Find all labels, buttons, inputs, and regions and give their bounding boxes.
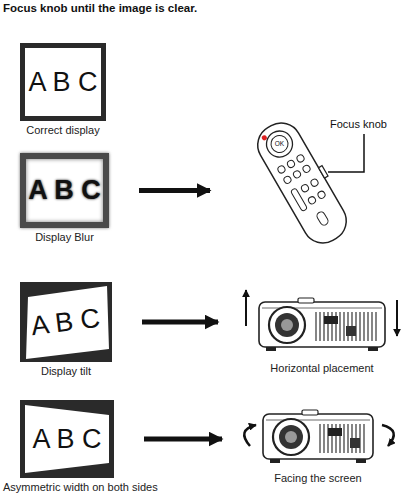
button-label: OK <box>272 136 288 152</box>
projector: Horizontal placement <box>258 296 386 374</box>
caption: Display tilt <box>41 365 91 377</box>
leader-line <box>328 134 364 172</box>
direction-arrow <box>139 188 210 193</box>
image-area <box>26 286 109 359</box>
display-sample-text: A B C <box>32 426 101 453</box>
caption: Facing the screen <box>262 472 374 484</box>
rotate-arrow <box>382 425 394 446</box>
display-sample-text: A B C <box>28 69 97 96</box>
caption: Display Blur <box>35 231 94 243</box>
remote-drawing <box>250 115 360 250</box>
projector-drawing <box>262 408 374 466</box>
display-example: A B CDisplay Blur <box>20 153 109 228</box>
projector-drawing <box>258 296 386 354</box>
caption: Horizontal placement <box>258 362 386 374</box>
screen-frame: A B C <box>20 43 106 121</box>
up-arrow <box>245 290 247 326</box>
display-example: A B CAsymmetric width on both sides <box>20 400 114 478</box>
direction-arrow <box>144 437 222 442</box>
projector: Facing the screen <box>262 408 374 484</box>
down-arrow <box>396 300 398 336</box>
direction-arrow <box>142 320 218 325</box>
title: Focus knob until the image is clear. <box>3 2 197 14</box>
screen-frame: A B C <box>20 153 109 228</box>
caption: Asymmetric width on both sides <box>3 481 158 493</box>
screen-frame: A B C <box>20 282 112 362</box>
screen-frame: A B C <box>20 400 114 478</box>
display-example: A B CCorrect display <box>20 43 106 121</box>
caption: Correct display <box>26 124 99 136</box>
rotate-arrow <box>244 425 256 446</box>
image-area <box>25 405 109 473</box>
remote-control: OK <box>250 115 360 250</box>
display-sample-text: A B C <box>28 177 101 204</box>
display-example: A B CDisplay tilt <box>20 282 112 362</box>
callout-label: Focus knob <box>330 118 387 130</box>
